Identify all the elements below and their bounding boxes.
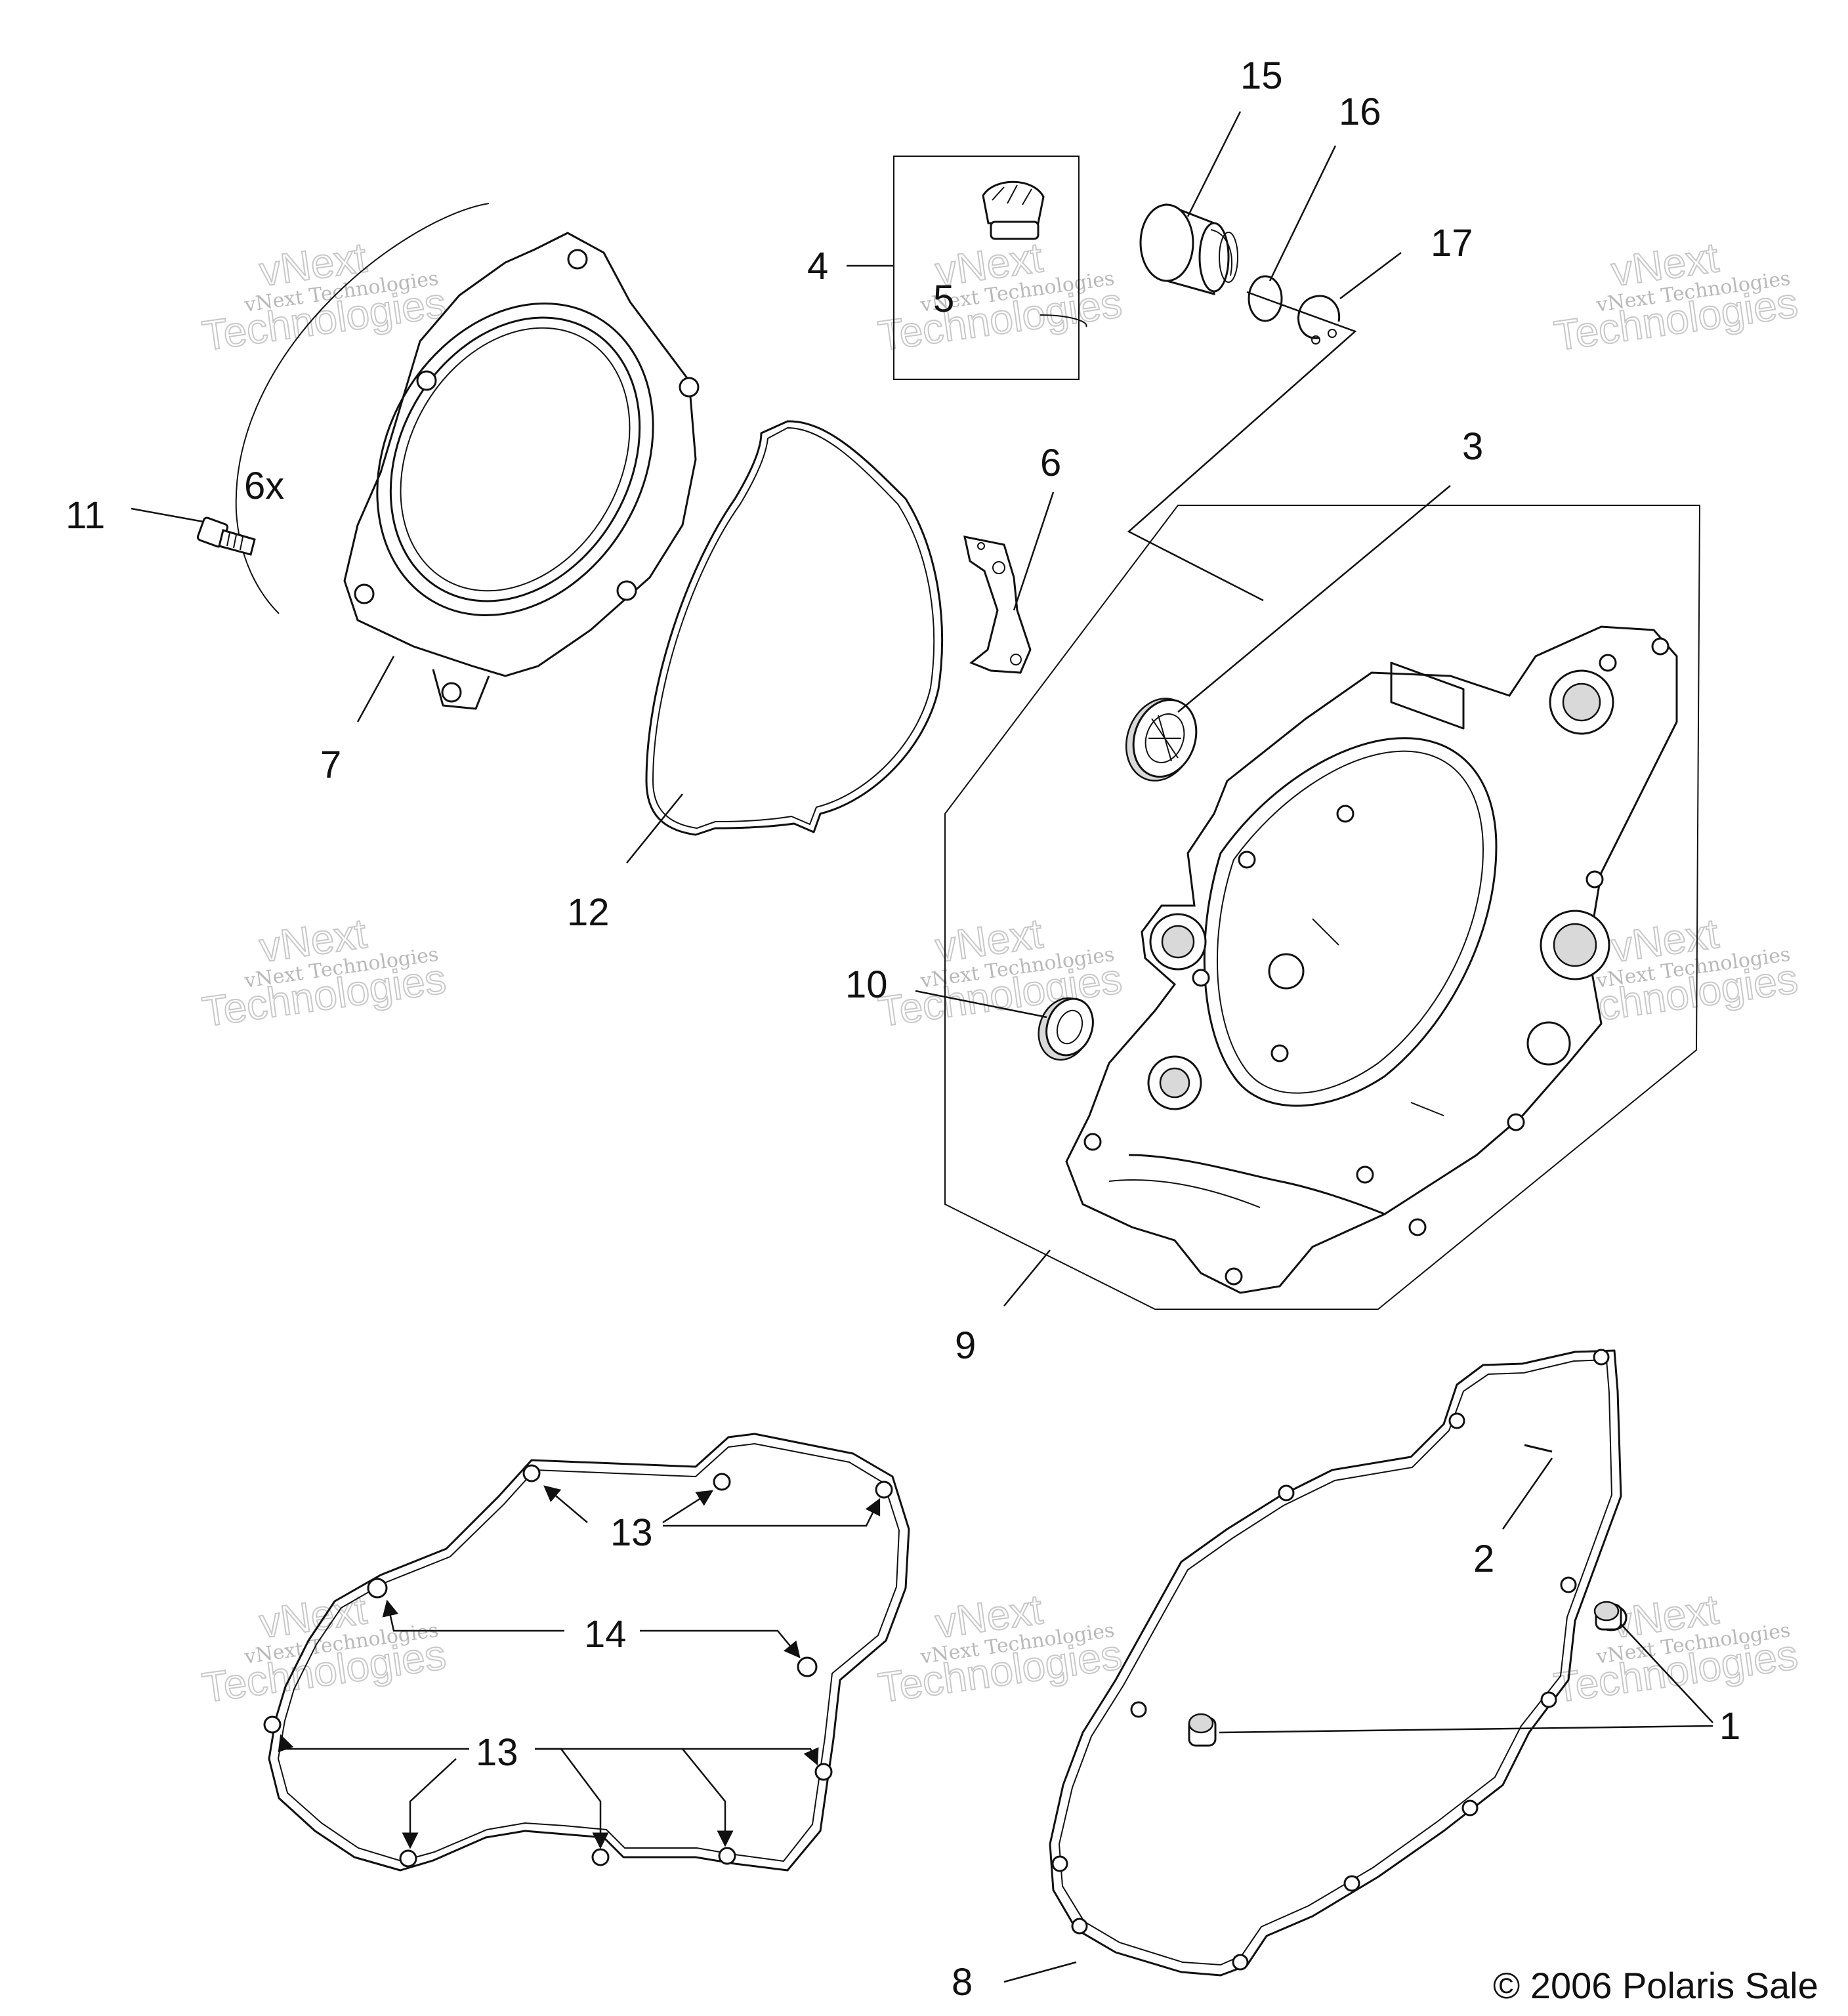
part-9-leader xyxy=(1003,1250,1051,1307)
watermark: vNext vNext Technologies Technologies xyxy=(199,233,450,360)
part-17-leader xyxy=(1339,252,1402,299)
callout-6: 6 xyxy=(1040,442,1061,484)
part-1-dowel-icon xyxy=(1593,1601,1628,1631)
part-14-leader-left xyxy=(382,1599,564,1632)
part-10-leader xyxy=(915,990,1047,1018)
callout-6x: 6x xyxy=(244,465,284,507)
callout-9: 9 xyxy=(955,1324,976,1367)
part-7-leader xyxy=(356,656,395,723)
callout-5: 5 xyxy=(933,278,954,320)
watermark: vNext vNext Technologies Technologies xyxy=(1551,1585,1801,1712)
part-16-o-ring-icon xyxy=(1248,275,1283,322)
part-9-clutch-cover xyxy=(1065,625,1678,1294)
part-8-leader xyxy=(1003,1961,1077,1983)
part-1-leader-lower xyxy=(1219,1725,1713,1734)
callout-16: 16 xyxy=(1339,91,1381,133)
part-13-lower-leader-left xyxy=(278,1734,469,1753)
part-13-lower-leader-d xyxy=(535,1748,734,1847)
part-12-leader xyxy=(626,793,683,864)
part-1-dowel-icon xyxy=(1188,1713,1217,1747)
watermark: vNext vNext Technologies Technologies xyxy=(199,909,450,1036)
watermark: vNext vNext Technologies Technologies xyxy=(875,1585,1125,1712)
part-13-lower-leader-right xyxy=(682,1747,819,1766)
part-12-gasket xyxy=(645,420,944,836)
part-15-leader xyxy=(1186,111,1242,217)
part-13-lower-leader-b xyxy=(402,1758,457,1849)
callout-13-upper: 13 xyxy=(610,1511,653,1554)
part-6-bracket xyxy=(963,536,1032,674)
callout-7: 7 xyxy=(320,744,341,786)
part-3-leader xyxy=(1177,485,1451,713)
part-2-pin-icon xyxy=(1524,1444,1553,1453)
part-15-plug xyxy=(1139,203,1238,295)
part-8-gasket xyxy=(1049,1349,1622,1977)
callout-12: 12 xyxy=(567,891,610,934)
part-11-leader xyxy=(131,507,204,523)
part-13-upper-leader-right xyxy=(663,1498,881,1527)
callout-14: 14 xyxy=(584,1613,627,1656)
callout-3: 3 xyxy=(1462,425,1483,468)
part-6-leader xyxy=(1013,492,1055,611)
callout-8: 8 xyxy=(952,1961,973,2004)
callout-10: 10 xyxy=(845,963,888,1006)
watermark: vNext vNext Technologies Technologies xyxy=(875,233,1125,360)
part-11-bolt-icon xyxy=(196,516,256,556)
callout-17: 17 xyxy=(1431,222,1473,264)
callout-11: 11 xyxy=(66,494,105,537)
callout-1: 1 xyxy=(1719,1705,1740,1748)
part-14-leader-right xyxy=(640,1629,801,1658)
part-16-leader xyxy=(1269,145,1337,282)
part-9-assembly-hexagon xyxy=(944,505,1701,1310)
part-13-upper-leader-mid xyxy=(662,1490,714,1524)
callout-15: 15 xyxy=(1240,54,1283,97)
callout-2: 2 xyxy=(1473,1538,1494,1580)
copyright-text: © 2006 Polaris Sale xyxy=(1493,1965,1818,2006)
part-4-fill-plug-assembly xyxy=(847,156,1087,380)
part-10-seal xyxy=(1038,997,1094,1061)
bolt-pattern-arc xyxy=(235,203,490,614)
part-2-leader xyxy=(1502,1458,1553,1530)
part-4-kit-box xyxy=(893,156,1080,380)
part-13-upper-leader-left xyxy=(543,1485,588,1523)
part-7-outer-cover xyxy=(343,232,700,710)
watermark: vNext vNext Technologies Technologies xyxy=(199,1585,450,1712)
plug-to-cover-leader xyxy=(1127,291,1357,602)
callout-4: 4 xyxy=(807,245,828,287)
part-1-leader-upper xyxy=(1620,1624,1713,1723)
fill-plug-icon xyxy=(982,180,1045,240)
part-3-seal xyxy=(1125,698,1198,782)
callout-labels: 15 16 17 4 5 3 6 6x 11 7 12 10 9 13 14 1… xyxy=(66,54,1740,2004)
o-ring-5-icon xyxy=(1040,314,1087,327)
part-17-snap-ring-icon xyxy=(1297,295,1341,345)
callout-13-lower: 13 xyxy=(476,1731,518,1774)
watermark: vNext vNext Technologies Technologies xyxy=(1551,233,1801,360)
